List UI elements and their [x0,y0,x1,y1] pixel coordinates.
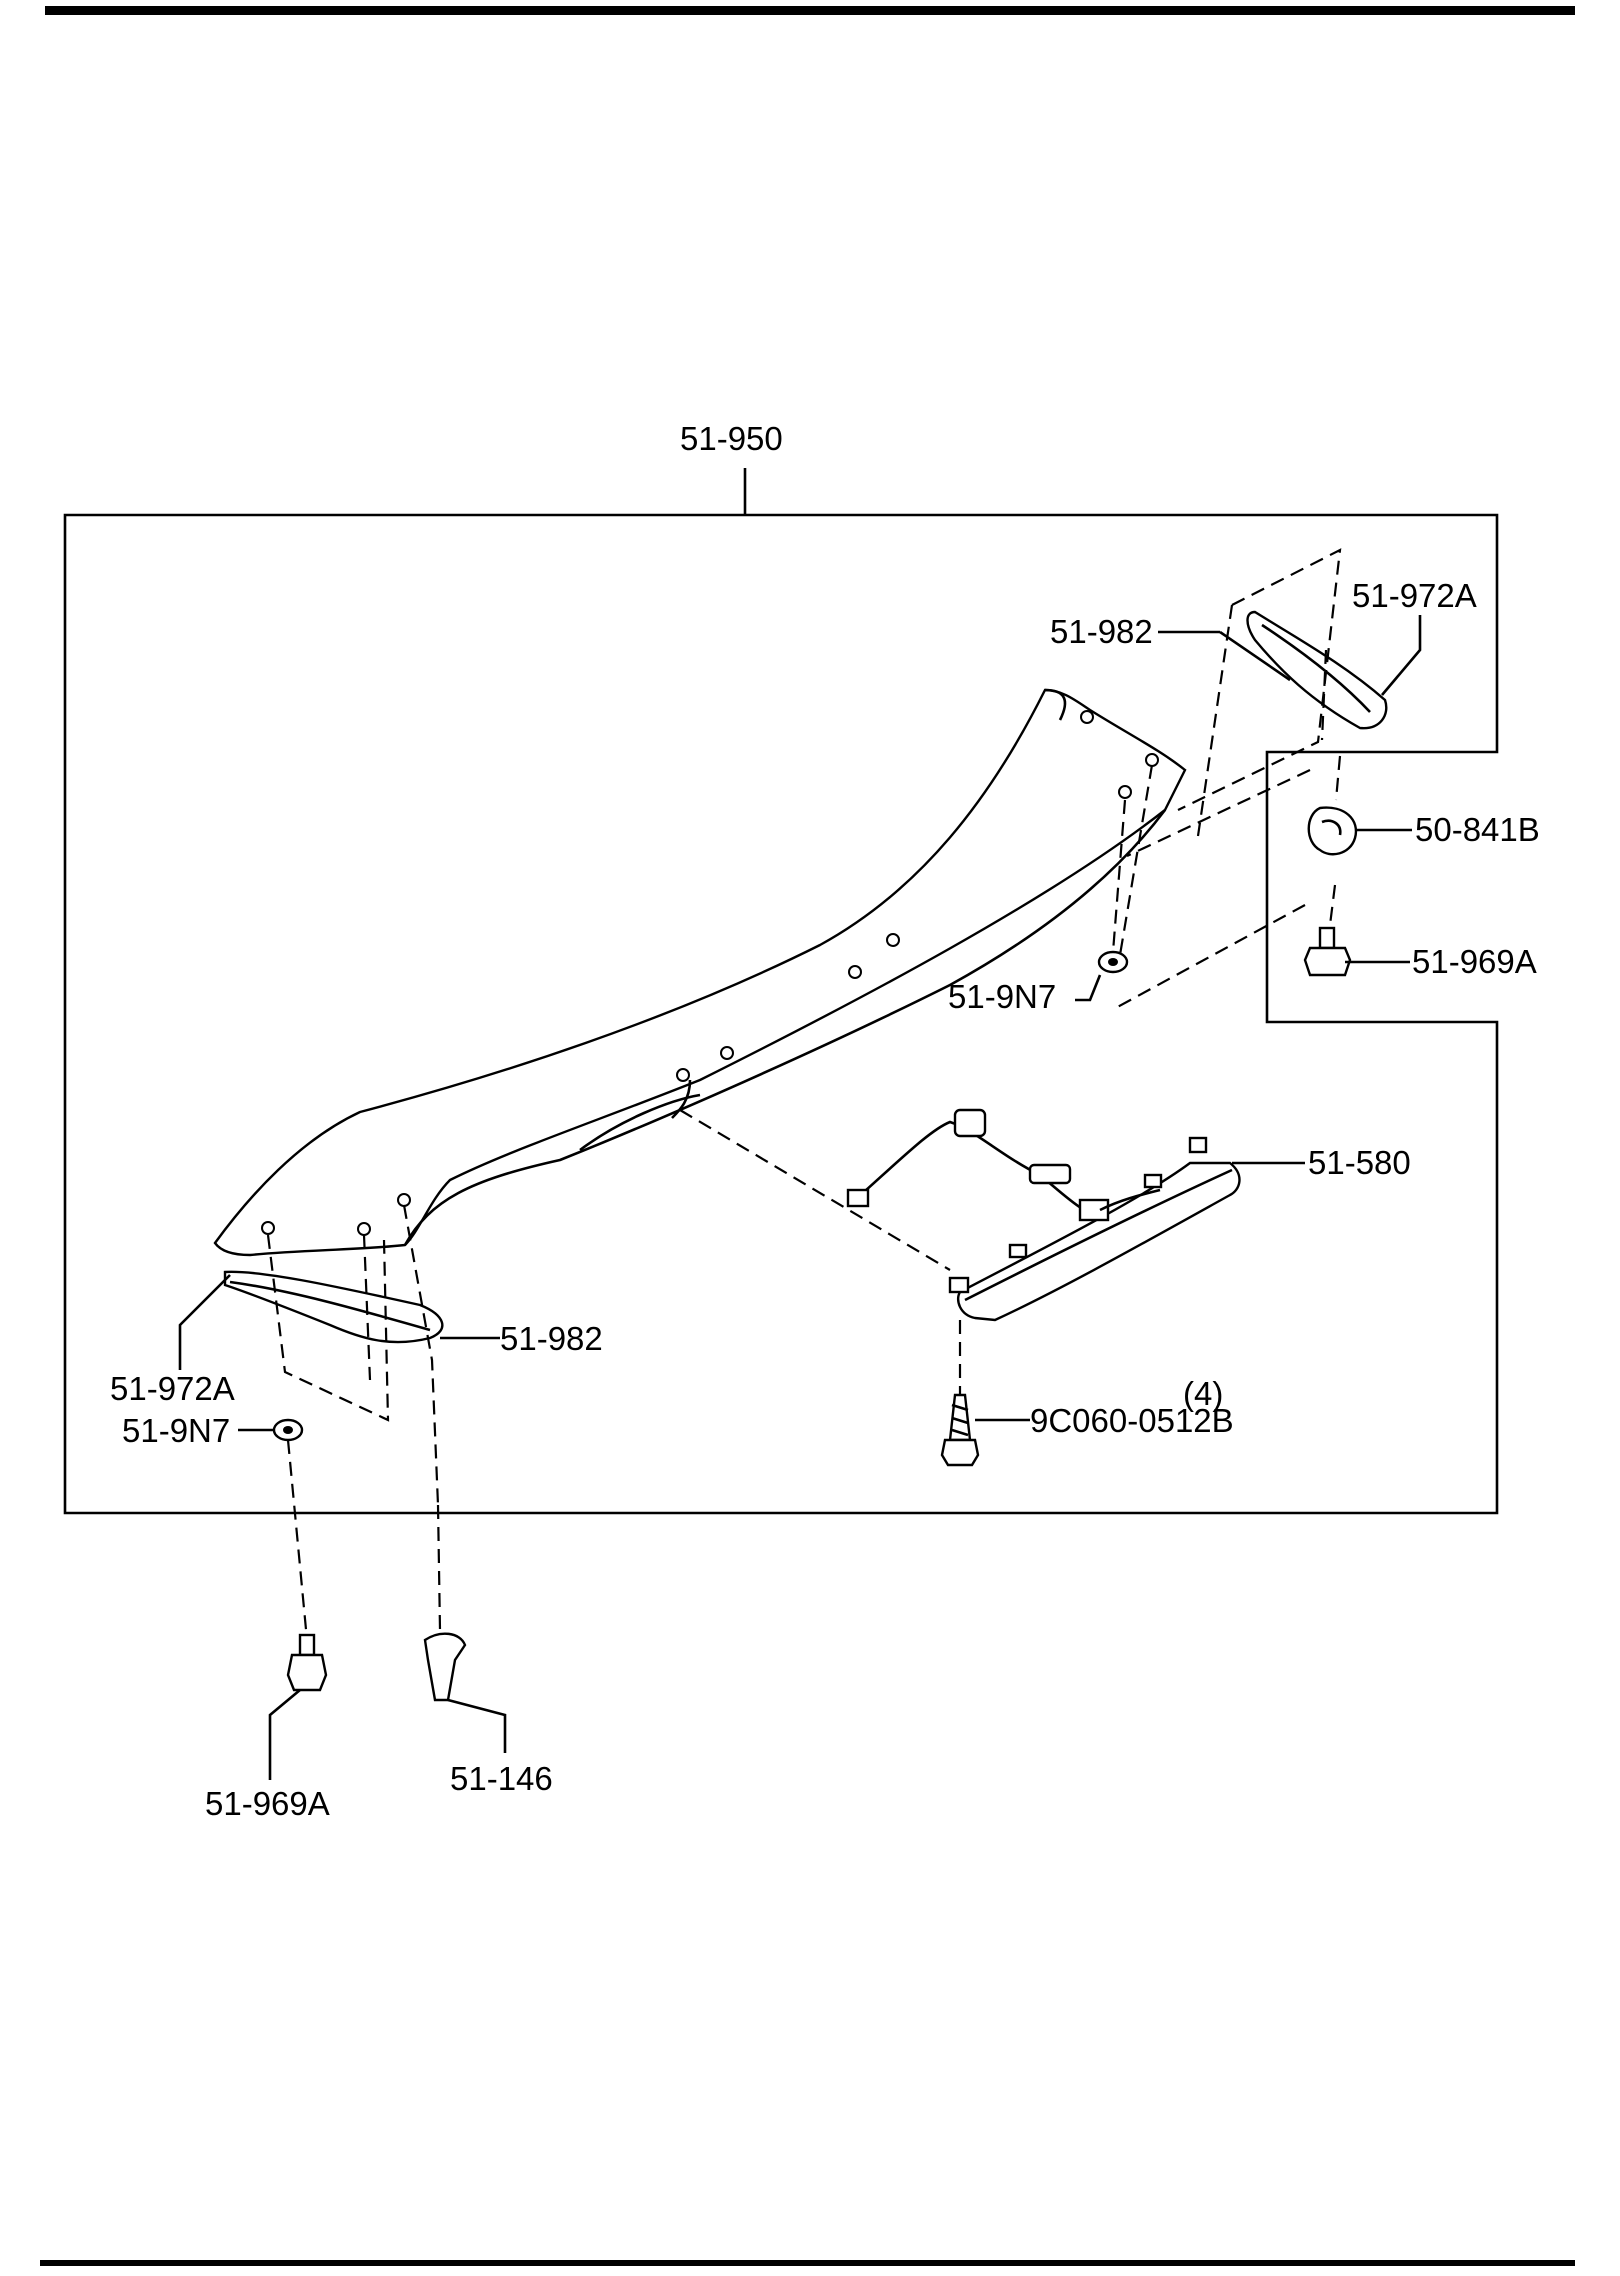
bolt-right [1303,926,1352,977]
brake-light [846,1108,1241,1322]
clip-51-146 [423,1632,467,1702]
label-51-9n7-right: 51-9N7 [948,978,1056,1015]
leader-lines [178,615,1422,1780]
label-51-969a-bottom: 51-969A [205,1785,330,1822]
grommet-left [272,1418,304,1442]
label-51-9n7-left: 51-9N7 [122,1412,230,1449]
assembly-frame [63,513,1499,1515]
screw-9c060 [940,1393,980,1467]
label-screw-qty: (4) [1183,1375,1223,1412]
label-51-146: 51-146 [450,1760,553,1797]
label-51-580: 51-580 [1308,1144,1411,1181]
label-50-841b: 50-841B [1415,811,1540,848]
grommet-right [1097,950,1129,974]
clip-50-841b [1307,806,1358,856]
bottom-rule [40,2260,1575,2266]
end-cap-left [223,1270,444,1344]
top-rule [45,6,1575,15]
spoiler-body [213,688,1187,1257]
label-51-982-left: 51-982 [500,1320,603,1357]
label-51-972a-left: 51-972A [110,1370,235,1407]
label-9c060-0512b: 9C060-0512B [1030,1402,1234,1439]
label-51-972a-right: 51-972A [1352,577,1477,614]
label-51-950: 51-950 [680,420,783,457]
label-51-982-right: 51-982 [1050,613,1153,650]
bolt-bottom [286,1633,328,1692]
label-51-969a-right: 51-969A [1412,943,1537,980]
end-cap-right [1246,610,1388,730]
